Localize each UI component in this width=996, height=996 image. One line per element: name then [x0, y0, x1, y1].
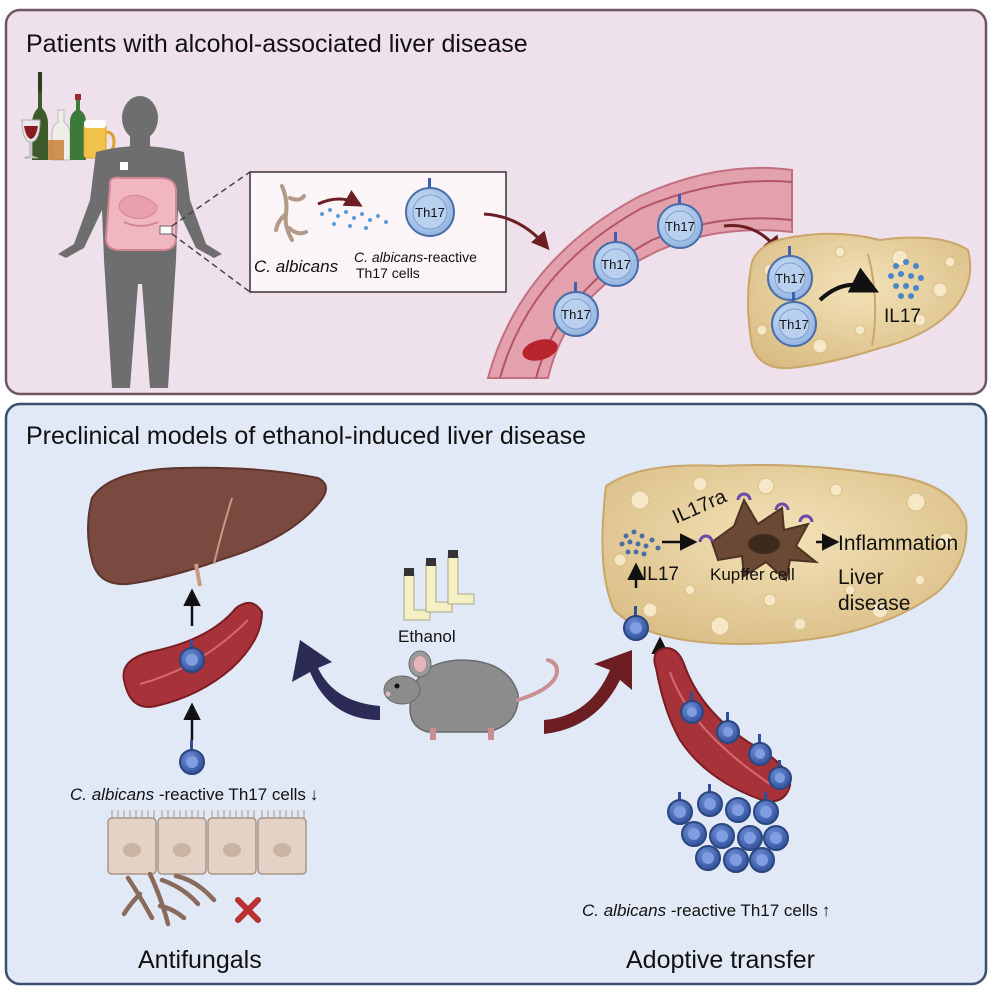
bottom-panel: Preclinical models of ethanol-induced li…: [4, 402, 988, 986]
th17-cell-cluster: [667, 784, 789, 873]
zoom-line-top: [171, 171, 251, 227]
vessel-th17-cell: Th17: [553, 282, 599, 337]
inset-cells-label-line2: Th17 cells: [356, 265, 420, 281]
candida-hyphae-icon: [121, 871, 217, 927]
liver-disease-label: Liver: [838, 566, 884, 589]
ethanol-label: Ethanol: [398, 627, 456, 646]
arrow-to-il17: [818, 267, 880, 302]
il17-label: IL17: [884, 306, 921, 327]
curved-arrow-right: [544, 650, 632, 734]
top-panel: Patients with alcohol-associated liver d…: [4, 8, 988, 396]
human-silhouette: [58, 96, 222, 388]
vessel-th17-cell: Th17: [657, 194, 703, 249]
svg-text:Th17: Th17: [665, 219, 695, 234]
il17-label: IL17: [642, 564, 679, 585]
mouse-icon: [383, 650, 559, 740]
il17-dots: [619, 529, 661, 557]
left-th17-cell: [179, 740, 205, 775]
inset-organism-label: C. albicans: [254, 257, 339, 276]
right-liver-th17-cell: [623, 606, 649, 641]
svg-text:Th17: Th17: [415, 205, 445, 220]
svg-text:Th17: Th17: [561, 307, 591, 322]
left-cells-label: C. albicans -reactive Th17 cells↓: [70, 785, 318, 804]
ethanol-tubes-icon: [403, 550, 475, 621]
intestine-icon: [104, 162, 177, 251]
liver-th17-cell: Th17: [771, 292, 817, 347]
inset-arrow: [317, 190, 363, 207]
curved-arrow-left: [292, 640, 380, 720]
antigen-dots: [320, 208, 388, 230]
antifungals-caption: Antifungals: [138, 946, 262, 974]
inset-box: Th17 C. albicans C. albicans-reactive Th…: [249, 171, 507, 293]
kupffer-cell: [710, 497, 820, 582]
arrow-to-vessel: [483, 212, 550, 251]
il17-dots: [888, 259, 924, 299]
gut-epithelium: [107, 810, 307, 875]
svg-text:Th17: Th17: [775, 271, 805, 286]
il17-receptor-icon: [698, 492, 814, 543]
svg-text:Th17: Th17: [601, 257, 631, 272]
liver-disease-label-line2: disease: [838, 592, 910, 615]
zoom-line-bottom: [171, 233, 251, 293]
cross-icon: [235, 897, 261, 923]
top-panel-title: Patients with alcohol-associated liver d…: [26, 30, 528, 58]
inset-cells-label: C. albicans-reactive: [354, 249, 477, 265]
candida-hyphae-icon: [274, 184, 308, 242]
left-vessel-th17-cell: [179, 640, 205, 673]
bottom-panel-title: Preclinical models of ethanol-induced li…: [26, 422, 586, 450]
red-blood-cell: [522, 339, 558, 361]
right-vessel-th17-cells: [680, 692, 792, 790]
inflammation-label: Inflammation: [838, 532, 958, 555]
vessel-th17-cell: Th17: [593, 232, 639, 287]
svg-text:Th17: Th17: [779, 317, 809, 332]
liver-th17-cell: Th17: [767, 246, 813, 301]
right-cells-label: C. albicans -reactive Th17 cells↑: [582, 901, 830, 920]
inset-th17-cell: Th17: [405, 178, 455, 237]
adoptive-transfer-caption: Adoptive transfer: [626, 946, 815, 974]
healthy-liver: [87, 466, 327, 587]
kupffer-label: Kupffer cell: [710, 565, 795, 584]
